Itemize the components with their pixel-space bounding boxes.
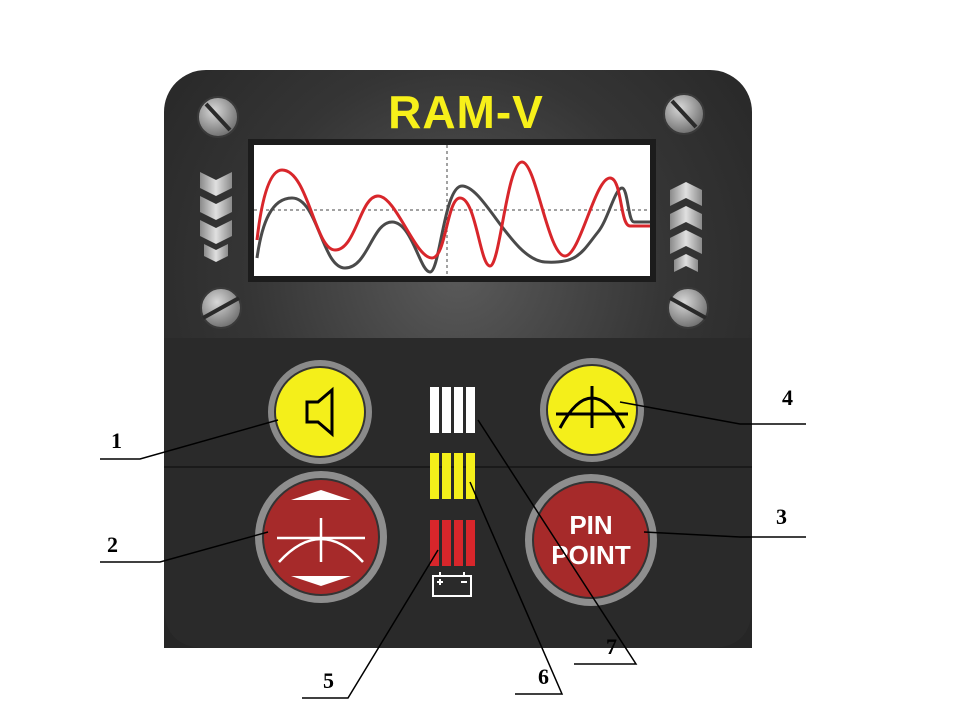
signal-peak-button[interactable]	[540, 358, 644, 462]
pinpoint-button[interactable]: PIN POINT	[525, 474, 657, 606]
callout-5: 5	[323, 668, 334, 693]
callout-6: 6	[538, 664, 549, 689]
pinpoint-label-line1: PIN	[569, 510, 612, 540]
speaker-icon	[305, 386, 334, 438]
trace-red	[255, 160, 650, 268]
led-red-bar	[430, 520, 475, 566]
chevron-up-icon	[670, 182, 702, 272]
callout-3: 3	[776, 504, 787, 529]
chevron-down-icon	[200, 172, 232, 262]
callout-4: 4	[782, 385, 793, 410]
screw-top-right	[663, 93, 705, 135]
callout-1: 1	[111, 428, 122, 453]
signal-peak-icon	[556, 386, 628, 429]
sensitivity-button[interactable]	[255, 471, 387, 603]
callout-2: 2	[107, 532, 118, 557]
callout-7: 7	[606, 634, 617, 659]
battery-icon	[432, 572, 472, 597]
led-white-bar	[430, 387, 475, 433]
screw-bottom-left	[200, 287, 242, 329]
callout-lines	[100, 401, 806, 699]
sensitivity-up-down-icon	[277, 490, 365, 586]
screw-bottom-right	[667, 287, 709, 329]
pinpoint-label-line2: POINT	[551, 540, 631, 570]
signal-display	[248, 139, 656, 282]
brand-title: RAM-V	[388, 86, 544, 138]
screw-top-left	[197, 96, 239, 138]
led-yellow-bar	[430, 453, 475, 499]
volume-button[interactable]	[268, 360, 372, 464]
